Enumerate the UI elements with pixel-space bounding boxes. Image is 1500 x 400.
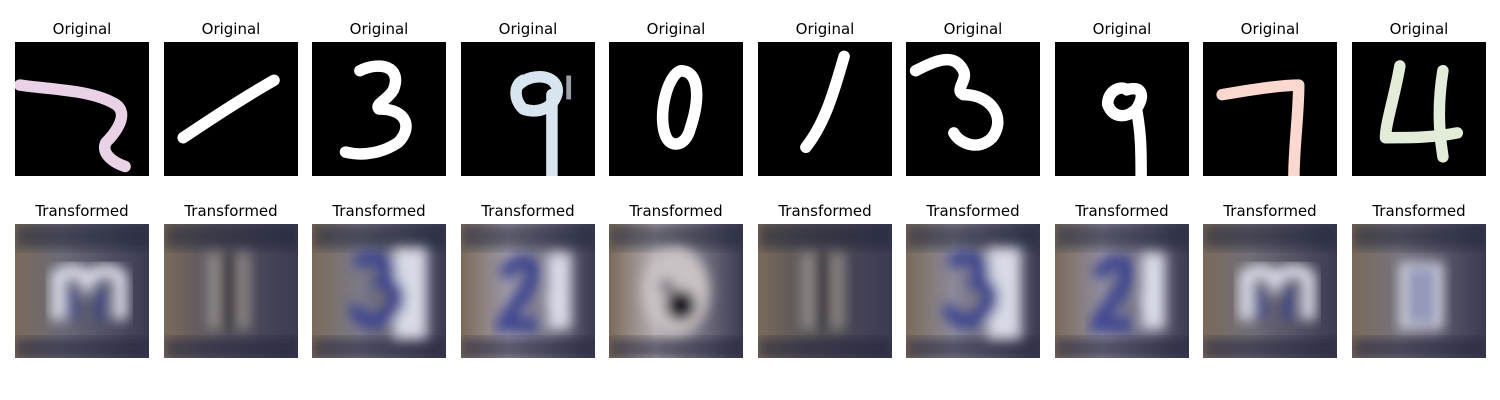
image-background: [1055, 42, 1189, 176]
transformed-digit-image: [758, 224, 892, 358]
original-digit-image: [312, 42, 446, 176]
transformed-digit-image: [609, 224, 743, 358]
transformed-digit-image: [906, 224, 1040, 358]
top-band: [906, 224, 1040, 248]
original-title: Original: [795, 20, 855, 38]
digit-stroke: [1216, 79, 1305, 176]
digit-stroke: [339, 60, 412, 160]
bottom-band: [758, 338, 892, 358]
blurred-shape: [801, 252, 845, 330]
blurred-shape: [50, 264, 128, 320]
transformed-title: Transformed: [35, 202, 129, 220]
bottom-band: [609, 338, 743, 358]
digit-stroke: [909, 53, 1004, 151]
image-background: [15, 42, 149, 176]
original-title: Original: [1389, 20, 1449, 38]
original-title: Original: [52, 20, 112, 38]
transformed-digit-image: [1203, 224, 1337, 358]
transformed-digit-image: [312, 224, 446, 358]
original-title: Original: [1240, 20, 1300, 38]
original-digit-image: [1352, 42, 1486, 176]
original-title: Original: [498, 20, 558, 38]
image-background: [1352, 42, 1486, 176]
top-band: [312, 224, 446, 248]
original-digit-image: [758, 42, 892, 176]
bottom-band: [15, 338, 149, 358]
blurred-shape: [642, 247, 710, 335]
digit-stroke: [656, 64, 703, 150]
original-title: Original: [1092, 20, 1152, 38]
bottom-band: [906, 338, 1040, 358]
transformed-title: Transformed: [332, 202, 426, 220]
transformed-title: Transformed: [481, 202, 575, 220]
digit-artifact: [566, 75, 572, 100]
transformed-digit-image: [1352, 224, 1486, 358]
digit-stroke: [1379, 60, 1464, 163]
transformed-title: Transformed: [926, 202, 1020, 220]
top-band: [1055, 224, 1189, 248]
digit-stroke: [177, 74, 280, 144]
original-digit-image: [609, 42, 743, 176]
top-band: [164, 224, 298, 248]
transformed-title: Transformed: [184, 202, 278, 220]
original-title: Original: [646, 20, 706, 38]
original-title: Original: [943, 20, 1003, 38]
original-digit-image: [164, 42, 298, 176]
transformed-title: Transformed: [1075, 202, 1169, 220]
original-digit-image: [1055, 42, 1189, 176]
original-digit-image: [461, 42, 595, 176]
original-digit-image: [15, 42, 149, 176]
transformed-title: Transformed: [1372, 202, 1466, 220]
blurred-shape: [1238, 264, 1316, 320]
transformed-title: Transformed: [1223, 202, 1317, 220]
digit-stroke: [510, 71, 563, 176]
image-background: [1203, 42, 1337, 176]
top-band: [461, 224, 595, 248]
top-band: [1203, 224, 1337, 248]
blurred-shape: [207, 252, 251, 330]
blurred-shape: [494, 252, 572, 332]
transformed-title: Transformed: [629, 202, 723, 220]
transformed-title: Transformed: [778, 202, 872, 220]
bottom-band: [1203, 338, 1337, 358]
transformed-digit-image: [461, 224, 595, 358]
transformed-digit-image: [1055, 224, 1189, 358]
transformed-digit-image: [15, 224, 149, 358]
original-title: Original: [201, 20, 261, 38]
digit-stroke: [15, 79, 131, 173]
original-digit-image: [1203, 42, 1337, 176]
bottom-band: [461, 338, 595, 358]
original-title: Original: [349, 20, 409, 38]
bottom-band: [312, 338, 446, 358]
image-background: [609, 42, 743, 176]
blurred-shape: [347, 247, 427, 339]
bottom-band: [1055, 338, 1189, 358]
digit-stroke: [800, 50, 850, 154]
bottom-band: [1352, 338, 1486, 358]
blurred-shape: [941, 247, 1021, 339]
top-band: [15, 224, 149, 248]
top-band: [1352, 224, 1486, 248]
transformed-digit-image: [164, 224, 298, 358]
blurred-shape: [1088, 252, 1166, 332]
bottom-band: [164, 338, 298, 358]
digit-stroke: [1101, 82, 1148, 176]
top-band: [758, 224, 892, 248]
blurred-shape: [1399, 262, 1443, 330]
top-band: [609, 224, 743, 248]
original-digit-image: [906, 42, 1040, 176]
